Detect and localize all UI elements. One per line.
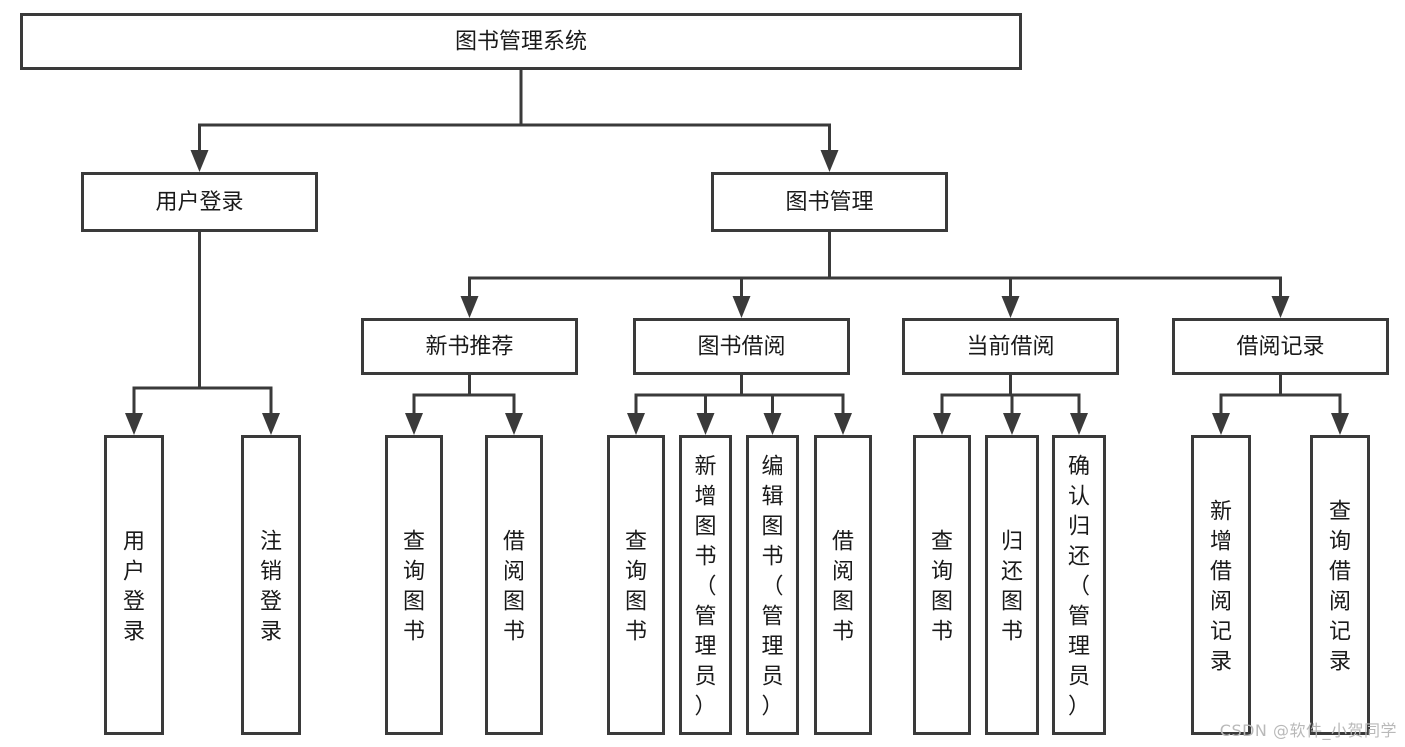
node-label: 确认归还（管理员） bbox=[1068, 454, 1090, 719]
node-box bbox=[607, 435, 665, 735]
node-l-br-query[interactable]: 查询借阅记录 bbox=[1310, 435, 1370, 735]
node-box bbox=[985, 435, 1039, 735]
node-l-bb-add[interactable]: 新增图书（管理员） bbox=[679, 435, 732, 735]
node-label: 用户登录 bbox=[155, 190, 243, 215]
node-label: 当前借阅 bbox=[966, 335, 1054, 360]
node-n-borrow-rec[interactable]: 借阅记录 bbox=[1172, 318, 1389, 375]
node-l-bb-edit[interactable]: 编辑图书（管理员） bbox=[746, 435, 799, 735]
node-box bbox=[241, 435, 301, 735]
node-box bbox=[913, 435, 971, 735]
node-label: 新书推荐 bbox=[425, 335, 513, 360]
nodes-layer: 图书管理系统用户登录图书管理新书推荐图书借阅当前借阅借阅记录用户登录注销登录查询… bbox=[20, 13, 1389, 735]
node-label: 新增图书（管理员） bbox=[694, 454, 716, 719]
watermark-text: CSDN @软件_小贺同学 bbox=[1219, 721, 1397, 740]
node-l-cb-confirm[interactable]: 确认归还（管理员） bbox=[1052, 435, 1106, 735]
node-box bbox=[1172, 318, 1389, 375]
edges-layer bbox=[125, 68, 1349, 435]
node-n-user-login[interactable]: 用户登录 bbox=[81, 172, 318, 232]
edge-group-root bbox=[190, 68, 839, 172]
node-l-logout[interactable]: 注销登录 bbox=[241, 435, 301, 735]
edge-group-n-user-login bbox=[125, 230, 280, 435]
edge-group-n-new-book bbox=[405, 373, 523, 435]
node-box bbox=[814, 435, 872, 735]
node-box bbox=[711, 172, 948, 232]
node-label: 借阅图书 bbox=[503, 529, 525, 644]
node-label: 查询图书 bbox=[931, 529, 953, 644]
node-l-user-login[interactable]: 用户登录 bbox=[104, 435, 164, 735]
node-box bbox=[1191, 435, 1251, 735]
node-l-bb-borrow[interactable]: 借阅图书 bbox=[814, 435, 872, 735]
node-label: 图书管理系统 bbox=[455, 30, 587, 55]
node-label: 查询借阅记录 bbox=[1329, 499, 1351, 674]
node-label: 用户登录 bbox=[123, 529, 145, 644]
node-box bbox=[902, 318, 1119, 375]
node-n-book-manage[interactable]: 图书管理 bbox=[711, 172, 948, 232]
node-label: 查询图书 bbox=[625, 529, 647, 644]
node-l-nb-borrow[interactable]: 借阅图书 bbox=[485, 435, 543, 735]
edge-group-n-borrow-rec bbox=[1212, 373, 1349, 435]
node-n-cur-borrow[interactable]: 当前借阅 bbox=[902, 318, 1119, 375]
node-label: 注销登录 bbox=[260, 529, 282, 644]
node-l-bb-query[interactable]: 查询图书 bbox=[607, 435, 665, 735]
node-box bbox=[1310, 435, 1370, 735]
node-l-nb-query[interactable]: 查询图书 bbox=[385, 435, 443, 735]
node-l-br-add[interactable]: 新增借阅记录 bbox=[1191, 435, 1251, 735]
node-label: 新增借阅记录 bbox=[1210, 499, 1232, 674]
node-box bbox=[104, 435, 164, 735]
node-label: 图书借阅 bbox=[697, 335, 785, 360]
node-label: 归还图书 bbox=[1001, 529, 1023, 644]
node-label: 查询图书 bbox=[403, 529, 425, 644]
edge-group-n-cur-borrow bbox=[933, 373, 1088, 435]
node-box bbox=[385, 435, 443, 735]
node-label: 借阅记录 bbox=[1236, 335, 1324, 360]
edge-group-n-book-borrow bbox=[627, 373, 852, 435]
edge-group-n-book-manage bbox=[460, 230, 1290, 318]
node-label: 图书管理 bbox=[785, 190, 873, 215]
node-box bbox=[20, 13, 1022, 70]
node-box bbox=[485, 435, 543, 735]
node-l-cb-return[interactable]: 归还图书 bbox=[985, 435, 1039, 735]
node-box bbox=[679, 435, 732, 735]
node-label: 借阅图书 bbox=[832, 529, 854, 644]
node-box bbox=[361, 318, 578, 375]
node-box bbox=[1052, 435, 1106, 735]
node-box bbox=[81, 172, 318, 232]
node-n-book-borrow[interactable]: 图书借阅 bbox=[633, 318, 850, 375]
node-l-cb-query[interactable]: 查询图书 bbox=[913, 435, 971, 735]
node-root[interactable]: 图书管理系统 bbox=[20, 13, 1022, 70]
node-n-new-book[interactable]: 新书推荐 bbox=[361, 318, 578, 375]
node-box bbox=[633, 318, 850, 375]
node-box bbox=[746, 435, 799, 735]
node-label: 编辑图书（管理员） bbox=[761, 454, 783, 719]
